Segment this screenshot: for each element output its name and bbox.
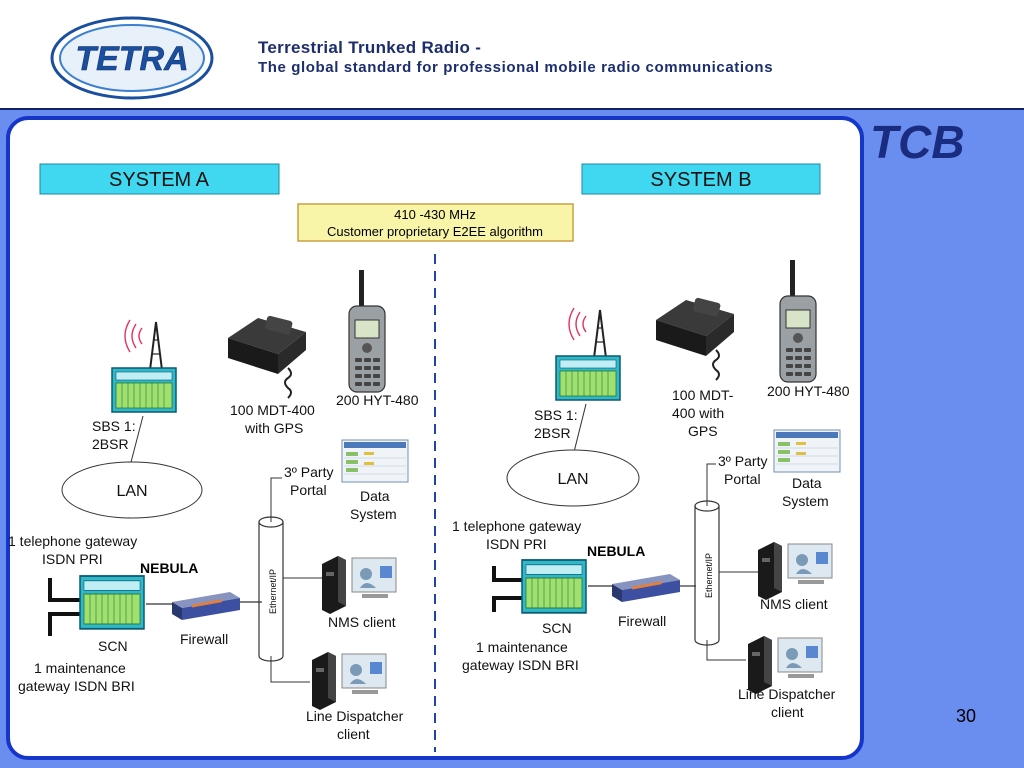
system-b-header: [581, 163, 821, 195]
telephone-gateway-sub: ISDN PRI: [486, 536, 547, 552]
isdn-lines: [492, 566, 524, 612]
tcb-text: TCB: [870, 116, 965, 166]
mobile-terminal-sub: with GPS: [244, 420, 303, 436]
tower-icon: [124, 319, 163, 371]
maintenance-sub: gateway ISDN BRI: [462, 657, 579, 673]
mobile-terminal-sub2: GPS: [688, 423, 718, 439]
page-subtitle: The global standard for professional mob…: [258, 59, 774, 76]
frequency-range: 410 -430 MHz: [394, 207, 476, 222]
lan-cloud: [61, 461, 203, 519]
portal-sub: Portal: [724, 471, 761, 487]
system-b-title: SYSTEM B: [650, 169, 751, 191]
nms-workstation-icon: [321, 555, 397, 615]
scn-icon: [521, 559, 587, 614]
mobile-terminal-icon: [227, 314, 307, 399]
tetra-logo: TETRA: [50, 16, 214, 100]
mobile-terminal-sub: 400 with: [672, 405, 724, 421]
handheld-icon: [348, 269, 386, 393]
mobile-terminal-icon: [655, 296, 735, 381]
page-title: Terrestrial Trunked Radio -: [258, 38, 482, 57]
header: TETRA Terrestrial Trunked Radio - The gl…: [0, 0, 1024, 108]
dispatcher-sub: client: [337, 726, 370, 742]
mobile-terminal-label: 100 MDT-400: [230, 402, 315, 418]
maintenance-label: 1 maintenance: [34, 660, 126, 676]
firewall-label: Firewall: [180, 631, 228, 647]
base-station-label: SBS 1:: [534, 407, 578, 423]
telephone-gateway-sub: ISDN PRI: [42, 551, 103, 567]
system-a-title: SYSTEM A: [109, 169, 210, 191]
nms-client-label: NMS client: [328, 614, 396, 630]
data-system-sub: System: [782, 493, 829, 509]
nebula-label: NEBULA: [140, 560, 198, 576]
firewall-label: Firewall: [618, 613, 666, 629]
data-system-sub: System: [350, 506, 397, 522]
telephone-gateway-label: 1 telephone gateway: [452, 518, 581, 534]
tcb-logo: TCB: [870, 116, 965, 166]
portal-label: 3º Party: [718, 453, 767, 469]
scn-label: SCN: [98, 638, 128, 654]
dispatcher-sub: client: [771, 704, 804, 720]
portal-label: 3º Party: [284, 464, 333, 480]
nms-client-label: NMS client: [760, 596, 828, 612]
isdn-lines: [48, 578, 82, 636]
lan-label: LAN: [116, 483, 147, 500]
system-a: SYSTEM A SBS 1: 2BSR 100 MDT-400 with GP…: [8, 163, 419, 742]
dispatcher-label: Line Dispatcher: [738, 686, 836, 702]
nms-workstation-icon: [757, 541, 833, 601]
scn-label: SCN: [542, 620, 572, 636]
logo-text: TETRA: [75, 40, 188, 78]
tower-icon: [568, 307, 607, 359]
dispatcher-workstation-icon: [311, 651, 387, 711]
header-divider: [0, 108, 1024, 110]
maintenance-label: 1 maintenance: [476, 639, 568, 655]
data-system-label: Data: [792, 475, 822, 491]
firewall-icon: [612, 574, 680, 602]
frequency-box: 410 -430 MHz Customer proprietary E2EE a…: [297, 203, 574, 242]
encryption-label: Customer proprietary E2EE algorithm: [327, 224, 543, 239]
telephone-gateway-label: 1 telephone gateway: [8, 533, 137, 549]
base-station-icon: [555, 355, 621, 401]
handheld-icon: [779, 259, 817, 383]
data-system-label: Data: [360, 488, 390, 504]
ethernet-label: Ethernet/IP: [268, 569, 278, 614]
base-station-sub: 2BSR: [92, 436, 129, 452]
scn-icon: [79, 575, 145, 630]
system-b: SYSTEM B SBS 1: 2BSR 100 MDT- 400 with G…: [452, 163, 850, 720]
dispatcher-label: Line Dispatcher: [306, 708, 404, 724]
mobile-terminal-label: 100 MDT-: [672, 387, 734, 403]
base-station-label: SBS 1:: [92, 418, 136, 434]
lan-cloud: [506, 449, 640, 507]
base-station-sub: 2BSR: [534, 425, 571, 441]
system-a-header: [39, 163, 280, 195]
maintenance-sub: gateway ISDN BRI: [18, 678, 135, 694]
page-number: 30: [956, 706, 977, 726]
lan-label: LAN: [557, 471, 588, 488]
base-station-icon: [111, 367, 177, 413]
nebula-label: NEBULA: [587, 543, 645, 559]
data-system-screen: [773, 429, 841, 473]
ethernet-label: Ethernet/IP: [704, 553, 714, 598]
data-system-screen: [341, 439, 409, 483]
handheld-label: 200 HYT-480: [767, 383, 850, 399]
portal-sub: Portal: [290, 482, 327, 498]
firewall-icon: [172, 592, 240, 620]
handheld-label: 200 HYT-480: [336, 392, 419, 408]
